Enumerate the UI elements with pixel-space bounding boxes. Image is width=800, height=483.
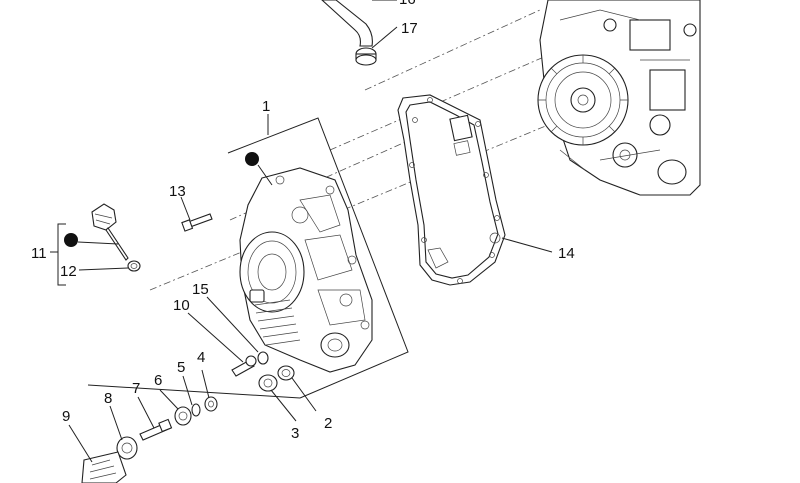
marker-dot-cover <box>245 152 259 166</box>
callout-8: 8 <box>104 390 112 407</box>
part-10-seal <box>231 355 257 377</box>
engine-block <box>537 0 701 196</box>
hose-clamp-part <box>355 47 377 66</box>
o-ring-part <box>127 260 141 272</box>
callout-17: 17 <box>401 20 418 37</box>
callout-13: 13 <box>169 183 186 200</box>
engine-cover-part <box>239 167 373 373</box>
group-bracket-11 <box>50 223 66 286</box>
leader-lines <box>68 0 553 463</box>
part-6-seal <box>174 406 192 426</box>
callout-4: 4 <box>197 349 205 366</box>
callout-3: 3 <box>291 425 299 442</box>
hose-part <box>321 0 373 47</box>
marker-dot-dipstick <box>64 233 78 247</box>
bolt-part <box>181 213 213 232</box>
cover-bracket <box>87 117 409 399</box>
callout-11: 11 <box>31 245 47 262</box>
part-9-impeller <box>81 451 127 483</box>
part-3-bearing <box>258 374 278 392</box>
part-15-washer <box>257 351 269 365</box>
part-5-washer <box>191 403 201 417</box>
callout-15: 15 <box>192 281 209 298</box>
gasket-part <box>397 94 506 286</box>
callout-5: 5 <box>177 359 185 376</box>
part-4-clip <box>204 396 218 412</box>
part-8-bearing <box>116 436 138 460</box>
callout-6: 6 <box>154 372 162 389</box>
callout-16: 16 <box>399 0 416 8</box>
dipstick-part <box>91 203 129 261</box>
callout-14: 14 <box>558 245 575 262</box>
callout-labels: 1 2 3 4 5 6 7 8 9 10 11 12 13 14 15 16 1… <box>31 0 575 442</box>
callout-2: 2 <box>324 415 332 432</box>
part-7-shaft <box>139 418 173 441</box>
callout-1: 1 <box>262 98 270 115</box>
callout-7: 7 <box>132 380 140 397</box>
part-2-seal <box>277 365 295 381</box>
callout-12: 12 <box>60 263 77 280</box>
callout-10: 10 <box>173 297 190 314</box>
callout-9: 9 <box>62 408 70 425</box>
